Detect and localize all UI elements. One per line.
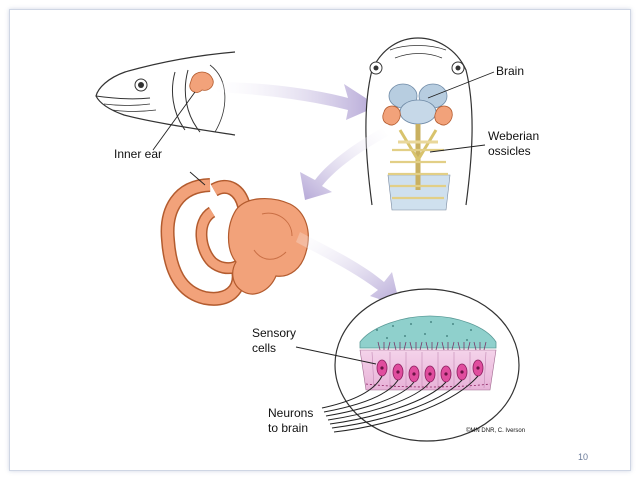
label-neurons-line1: Neurons xyxy=(268,406,313,420)
large-inner-ear-illustration xyxy=(160,178,309,306)
fish-inner-ear-marker xyxy=(189,71,214,93)
label-brain: Brain xyxy=(496,64,524,78)
label-weberian-line1: Weberian xyxy=(488,129,539,143)
label-sensory-line1: Sensory xyxy=(252,326,296,340)
skull-top-view-illustration xyxy=(365,37,473,211)
arrow-fish-to-skull xyxy=(214,82,378,120)
label-weberian-line2: ossicles xyxy=(488,144,531,158)
label-inner-ear: Inner ear xyxy=(114,147,162,161)
leader-lines xyxy=(152,71,495,365)
arrow-ear-to-cells xyxy=(296,232,400,306)
page-number: 10 xyxy=(578,452,588,462)
label-sensory-line2: cells xyxy=(252,341,276,355)
image-credit: ©MN DNR, C. Iverson xyxy=(466,427,525,434)
label-neurons-line2: to brain xyxy=(268,421,308,435)
sensory-cells-magnified-view xyxy=(321,288,520,442)
arrow-skull-to-ear xyxy=(300,128,388,200)
fish-head-illustration xyxy=(95,51,236,136)
